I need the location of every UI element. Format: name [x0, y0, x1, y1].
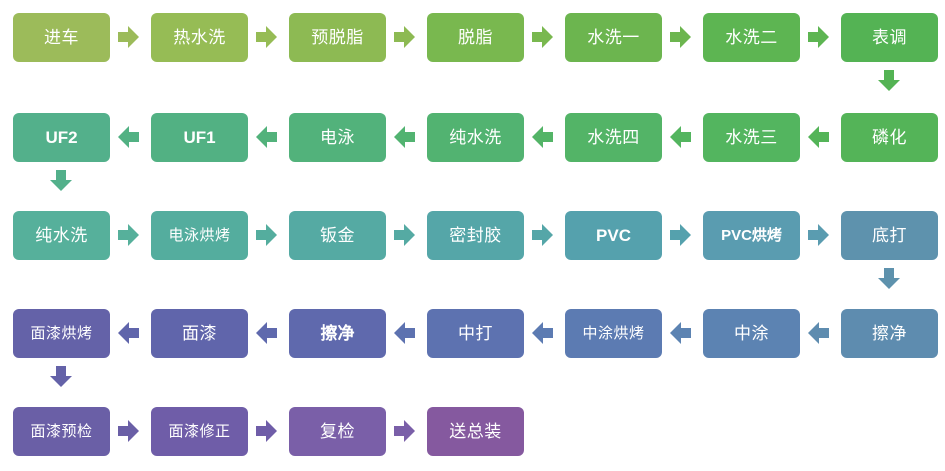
flow-node-label: 底打 — [872, 226, 907, 245]
flow-node-r4c4[interactable]: 中打 — [427, 309, 524, 358]
flow-node-r4c6[interactable]: 中涂 — [703, 309, 800, 358]
flow-node-r3c4[interactable]: 密封胶 — [427, 211, 524, 260]
flow-node-r1c7[interactable]: 表调 — [841, 13, 938, 62]
arrow-left-icon-r2a3 — [394, 126, 415, 148]
arrow-left-icon-r4a6 — [808, 322, 829, 344]
arrow-right-icon-r3a2 — [256, 224, 277, 246]
arrow-right-icon-r1a4 — [532, 26, 553, 48]
flow-node-r3c1[interactable]: 纯水洗 — [13, 211, 110, 260]
flow-node-label: 预脱脂 — [311, 28, 364, 47]
flow-node-r3c5[interactable]: PVC — [565, 211, 662, 260]
flow-node-label: 复检 — [320, 422, 355, 441]
arrow-right-icon-r1a6 — [808, 26, 829, 48]
arrow-left-icon-r2a6 — [808, 126, 829, 148]
flow-node-r2c5[interactable]: 水洗四 — [565, 113, 662, 162]
flow-node-r4c2[interactable]: 面漆 — [151, 309, 248, 358]
arrow-down-icon-r1r2 — [878, 70, 900, 91]
flow-node-label: 水洗二 — [725, 28, 778, 47]
flow-node-r1c6[interactable]: 水洗二 — [703, 13, 800, 62]
arrow-right-icon-r1a3 — [394, 26, 415, 48]
arrow-right-icon-r1a5 — [670, 26, 691, 48]
flow-node-r2c3[interactable]: 电泳 — [289, 113, 386, 162]
arrow-left-icon-r4a2 — [256, 322, 277, 344]
flow-node-r1c5[interactable]: 水洗一 — [565, 13, 662, 62]
flow-node-label: 擦净 — [320, 324, 355, 343]
flow-node-r1c4[interactable]: 脱脂 — [427, 13, 524, 62]
arrow-right-icon-r3a6 — [808, 224, 829, 246]
arrow-left-icon-r4a4 — [532, 322, 553, 344]
flow-node-label: 水洗三 — [725, 128, 778, 147]
flow-node-r5c4[interactable]: 送总装 — [427, 407, 524, 456]
flow-node-label: 面漆 — [182, 324, 217, 343]
flow-node-label: PVC烘烤 — [721, 227, 782, 244]
flow-node-r4c5[interactable]: 中涂烘烤 — [565, 309, 662, 358]
flow-node-label: 面漆修正 — [168, 423, 231, 440]
arrow-down-icon-r3r4 — [878, 268, 900, 289]
flow-node-label: 水洗一 — [587, 28, 640, 47]
flow-node-r3c2[interactable]: 电泳烘烤 — [151, 211, 248, 260]
flow-node-r4c1[interactable]: 面漆烘烤 — [13, 309, 110, 358]
arrow-down-icon-r2r3 — [50, 170, 72, 191]
arrow-down-icon-r4r5 — [50, 366, 72, 387]
flow-node-r3c3[interactable]: 钣金 — [289, 211, 386, 260]
arrow-left-icon-r4a3 — [394, 322, 415, 344]
arrow-right-icon-r3a5 — [670, 224, 691, 246]
arrow-right-icon-r3a4 — [532, 224, 553, 246]
arrow-right-icon-r5a2 — [256, 420, 277, 442]
flow-node-label: 表调 — [872, 28, 907, 47]
flow-node-label: 热水洗 — [173, 28, 226, 47]
arrow-right-icon-r3a1 — [118, 224, 139, 246]
flow-node-r3c7[interactable]: 底打 — [841, 211, 938, 260]
flow-node-r2c2[interactable]: UF1 — [151, 113, 248, 162]
flow-node-label: 中打 — [458, 324, 493, 343]
arrow-right-icon-r5a1 — [118, 420, 139, 442]
flow-node-label: 纯水洗 — [35, 226, 88, 245]
flow-node-label: PVC — [596, 226, 631, 245]
arrow-right-icon-r3a3 — [394, 224, 415, 246]
flow-node-r1c2[interactable]: 热水洗 — [151, 13, 248, 62]
flow-node-r2c7[interactable]: 磷化 — [841, 113, 938, 162]
flow-node-label: 擦净 — [872, 324, 907, 343]
flow-node-label: 纯水洗 — [449, 128, 502, 147]
flow-node-r5c3[interactable]: 复检 — [289, 407, 386, 456]
flow-node-r2c4[interactable]: 纯水洗 — [427, 113, 524, 162]
flow-node-r4c7[interactable]: 擦净 — [841, 309, 938, 358]
flow-node-label: 进车 — [44, 28, 79, 47]
flow-node-r3c6[interactable]: PVC烘烤 — [703, 211, 800, 260]
flow-node-r5c1[interactable]: 面漆预检 — [13, 407, 110, 456]
arrow-right-icon-r1a2 — [256, 26, 277, 48]
flow-node-label: 电泳烘烤 — [168, 227, 231, 244]
flow-node-label: 中涂烘烤 — [582, 325, 645, 342]
flow-node-r1c3[interactable]: 预脱脂 — [289, 13, 386, 62]
flow-node-label: 钣金 — [320, 226, 355, 245]
flow-node-label: UF1 — [183, 128, 216, 147]
arrow-left-icon-r2a4 — [532, 126, 553, 148]
arrow-left-icon-r4a5 — [670, 322, 691, 344]
flow-node-r2c1[interactable]: UF2 — [13, 113, 110, 162]
arrow-right-icon-r5a3 — [394, 420, 415, 442]
arrow-right-icon-r1a1 — [118, 26, 139, 48]
flow-node-label: 中涂 — [734, 324, 769, 343]
flow-node-r2c6[interactable]: 水洗三 — [703, 113, 800, 162]
flow-node-label: 送总装 — [449, 422, 502, 441]
flow-node-r4c3[interactable]: 擦净 — [289, 309, 386, 358]
flow-node-label: 面漆预检 — [30, 423, 93, 440]
arrow-left-icon-r2a5 — [670, 126, 691, 148]
flow-node-r5c2[interactable]: 面漆修正 — [151, 407, 248, 456]
flow-node-label: 面漆烘烤 — [30, 325, 93, 342]
flow-node-label: 脱脂 — [458, 28, 493, 47]
flow-node-label: 电泳 — [320, 128, 355, 147]
flow-node-label: 水洗四 — [587, 128, 640, 147]
flow-node-label: 磷化 — [872, 128, 907, 147]
arrow-left-icon-r4a1 — [118, 322, 139, 344]
flow-node-label: UF2 — [45, 128, 78, 147]
flow-node-label: 密封胶 — [449, 226, 502, 245]
arrow-left-icon-r2a1 — [118, 126, 139, 148]
arrow-left-icon-r2a2 — [256, 126, 277, 148]
flow-node-r1c1[interactable]: 进车 — [13, 13, 110, 62]
